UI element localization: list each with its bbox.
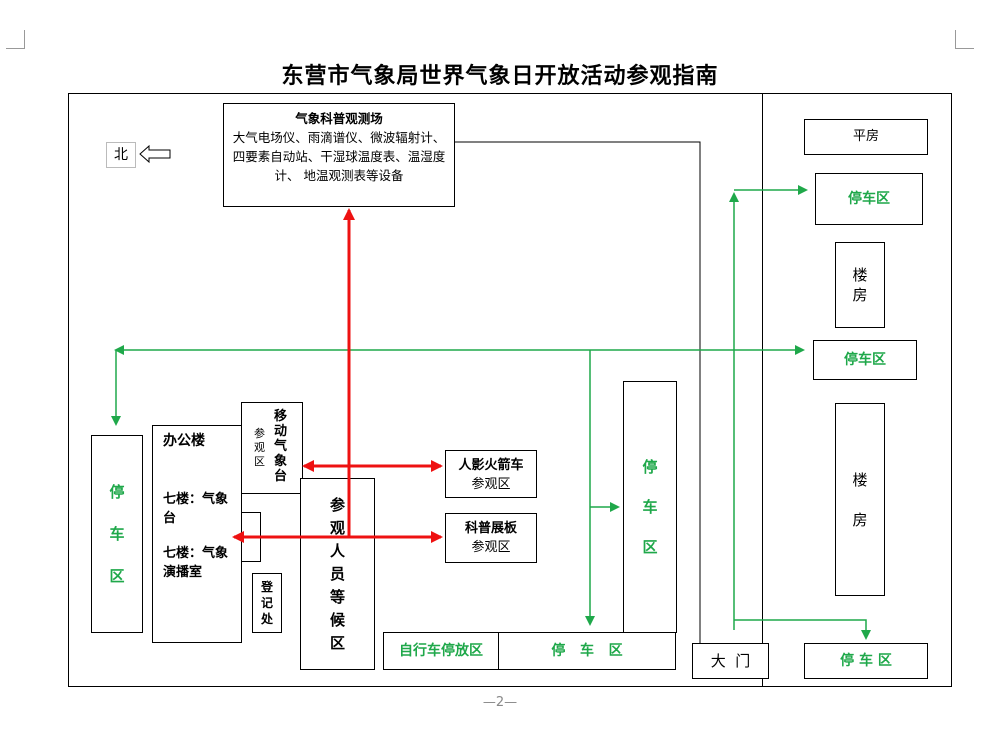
map-frame	[68, 93, 952, 687]
science-board-sub: 参观区	[471, 540, 511, 555]
waiting-char: 员	[329, 564, 345, 583]
building-lower: 楼 房	[835, 403, 885, 596]
register-char: 处	[260, 612, 273, 626]
office-building: 办公楼 七楼：气象台 七楼：气象演播室	[152, 425, 242, 643]
parking-mid-right: 停车区	[813, 340, 917, 380]
parking-center-char: 停	[642, 458, 658, 476]
crop-mark-top-right	[955, 30, 974, 49]
visitor-waiting-area: 参 观 人 员 等 候 区	[300, 478, 375, 670]
page-title: 东营市气象局世界气象日开放活动参观指南	[281, 63, 719, 89]
parking-left-char: 区	[109, 567, 125, 585]
parking-left-char: 车	[109, 525, 125, 543]
divider-line	[762, 93, 763, 687]
parking-center: 停 车 区	[623, 381, 677, 633]
waiting-char: 参	[329, 495, 345, 514]
parking-top-right: 停车区	[815, 173, 923, 225]
office-floor-forecast: 七楼：气象台	[163, 492, 229, 526]
register-char: 记	[260, 596, 273, 610]
office-floor-studio: 七楼：气象演播室	[163, 546, 229, 580]
page-number: —2—	[482, 695, 518, 710]
building-upper: 楼 房	[835, 242, 885, 328]
parking-left-char: 停	[109, 483, 125, 501]
waiting-char: 观	[329, 518, 345, 537]
waiting-char: 等	[329, 587, 345, 606]
building-upper-char: 楼	[852, 266, 868, 284]
parking-center-char: 车	[642, 498, 658, 516]
office-title: 办公楼	[163, 433, 205, 449]
path-line	[455, 141, 701, 643]
parking-bottom-right: 停 车 区	[804, 643, 928, 679]
observation-field-title: 气象科普观测场	[295, 111, 383, 126]
pingfang-box: 平房	[804, 119, 928, 155]
waiting-char: 人	[329, 541, 345, 560]
building-upper-char: 房	[852, 286, 868, 304]
bike-parking-area: 自行车停放区	[383, 632, 499, 670]
building-lower-char: 房	[852, 510, 868, 529]
crop-mark-top-left	[6, 30, 25, 49]
science-board-title: 科普展板	[464, 521, 517, 536]
registration-desk: 登 记 处	[252, 573, 282, 633]
mobile-station-box: 移动气象台 参观区	[241, 402, 303, 494]
parking-bottom-strip: 停 车 区	[498, 632, 676, 670]
main-gate: 大 门	[692, 643, 769, 679]
mobile-station-title: 移动气象台	[274, 409, 288, 484]
observation-field-description: 大气电场仪、雨滴谱仪、微波辐射计、四要素自动站、干湿球温度表、温湿度计、 地温观…	[232, 130, 446, 183]
science-board-box: 科普展板 参观区	[445, 513, 537, 563]
register-char: 登	[260, 580, 273, 594]
north-arrow-icon	[139, 144, 171, 164]
mobile-station-sub: 参观区	[254, 427, 265, 468]
north-label: 北	[106, 142, 136, 168]
green-arrow-bottom-right	[734, 619, 871, 640]
parking-left: 停 车 区	[91, 435, 143, 633]
rocket-title: 人影火箭车	[458, 458, 524, 473]
waiting-char: 候	[329, 610, 345, 629]
rocket-sub: 参观区	[471, 477, 511, 492]
parking-center-char: 区	[642, 538, 658, 556]
observation-field-box: 气象科普观测场 大气电场仪、雨滴谱仪、微波辐射计、四要素自动站、干湿球温度表、温…	[223, 103, 455, 207]
waiting-char: 区	[329, 633, 345, 652]
rocket-vehicle-box: 人影火箭车 参观区	[445, 450, 537, 498]
building-lower-char: 楼	[852, 470, 868, 489]
